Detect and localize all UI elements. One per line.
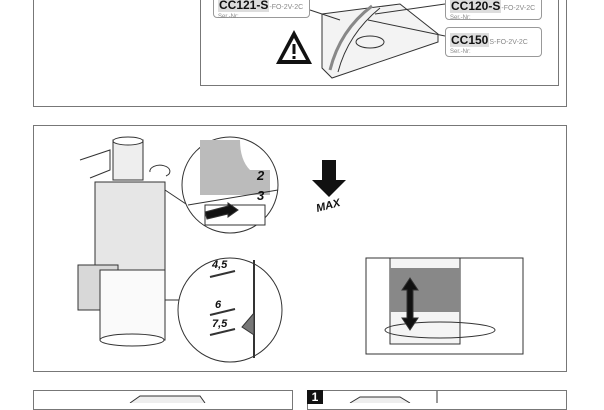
middle-panel [33,125,567,372]
step-number-badge: 1 [307,390,323,404]
max-arrow-icon [312,160,346,197]
fill-valve-drawing [77,136,196,347]
label-cc150: CC150S-FO-2V-2C Ser.-Nr: [445,27,542,57]
cistern-illustration-box [200,0,559,86]
bottom-drawings [129,390,438,403]
adjust-detail-drawing [365,257,524,355]
magnified-detail-scale [177,257,283,363]
scale-mark-7-5: 7,5 [212,318,228,330]
detail-number-3: 3 [257,188,265,203]
bottom-right-panel [307,390,567,410]
cistern-opening-drawing [309,3,446,79]
scale-mark-6: 6 [215,299,222,311]
detail-number-2: 2 [257,168,265,183]
warning-triangle-icon [276,30,312,64]
label-cc121: CC121-S-FO-2V-2C Ser.-Nr: [213,0,310,20]
top-panel [33,0,567,107]
bottom-left-panel [33,390,293,410]
magnified-detail-top [181,136,279,234]
label-cc120: CC120-S-FO-2V-2C Ser.-Nr: [445,0,542,21]
scale-mark-4-5: 4,5 [212,259,228,271]
